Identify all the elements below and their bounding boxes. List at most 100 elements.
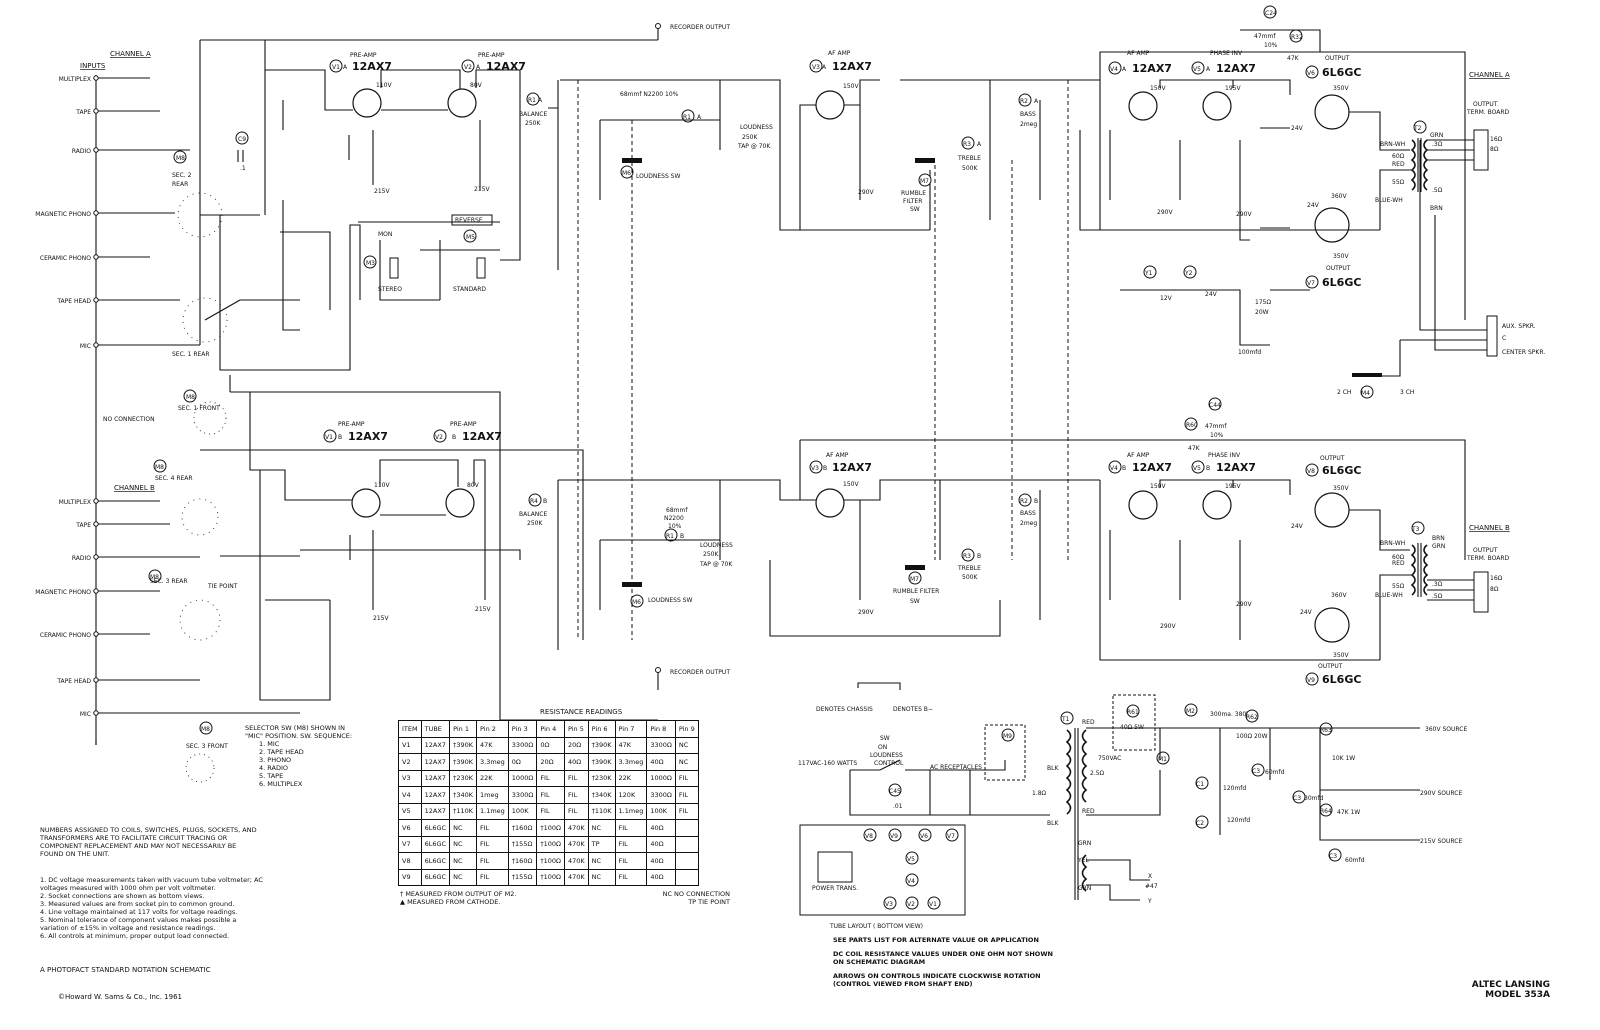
selector-switch-m8-sec3-rear: M8 SEC. 3 REAR TIE POINT bbox=[148, 569, 238, 641]
svg-text:175Ω: 175Ω bbox=[1255, 299, 1271, 306]
svg-text:M4: M4 bbox=[1361, 390, 1370, 397]
svg-text:V6: V6 bbox=[920, 833, 928, 840]
svg-text:.5Ω: .5Ω bbox=[1432, 187, 1443, 194]
table-cell: V3 bbox=[398, 769, 422, 787]
svg-text:C3: C3 bbox=[1329, 853, 1337, 860]
svg-text:V4: V4 bbox=[1110, 465, 1118, 472]
table-cell: 40Ω bbox=[646, 753, 676, 771]
table-cell: V6 bbox=[398, 819, 422, 837]
table-cell: FIL bbox=[674, 769, 699, 787]
table-cell: 22K bbox=[476, 769, 509, 787]
svg-text:2 CH: 2 CH bbox=[1337, 389, 1351, 396]
svg-text:C1: C1 bbox=[1196, 781, 1204, 788]
svg-text:BALANCE: BALANCE bbox=[519, 111, 547, 118]
svg-text:B: B bbox=[977, 553, 981, 560]
svg-text:CHANNEL A: CHANNEL A bbox=[1469, 71, 1510, 79]
svg-text:V3: V3 bbox=[812, 64, 820, 71]
v4a-supply: 290V bbox=[1157, 209, 1173, 216]
table-cell: 3.3meg bbox=[614, 753, 648, 771]
svg-text:A: A bbox=[977, 141, 982, 148]
stereo-label: STEREO bbox=[378, 286, 402, 293]
table-cell: 100K bbox=[646, 802, 676, 820]
table-cell: †230K bbox=[449, 769, 477, 787]
svg-text:24V: 24V bbox=[1300, 609, 1313, 616]
table-cell: TP bbox=[587, 835, 616, 853]
table-cell: 3.3meg bbox=[476, 753, 509, 771]
svg-text:M6: M6 bbox=[632, 599, 641, 606]
svg-text:290V: 290V bbox=[858, 609, 874, 616]
svg-text:GRN: GRN bbox=[1078, 885, 1091, 892]
svg-text:R61: R61 bbox=[1127, 709, 1139, 716]
svg-text:M8: M8 bbox=[150, 574, 159, 581]
table-cell: 6L6GC bbox=[420, 868, 451, 886]
speaker-board: AUX. SPKR. C CENTER SPKR. M4 2 CH 3 CH bbox=[1337, 140, 1545, 399]
svg-text:C24: C24 bbox=[1265, 10, 1277, 17]
svg-text:V8: V8 bbox=[1307, 468, 1315, 475]
svg-text:OUTPUT: OUTPUT bbox=[1326, 265, 1351, 272]
svg-text:60Ω: 60Ω bbox=[1392, 153, 1405, 160]
svg-text:R64: R64 bbox=[1320, 808, 1332, 815]
svg-text:V4: V4 bbox=[1110, 66, 1118, 73]
mode-switch-block: REVERSE MON M3 M5 STEREO STANDARD bbox=[363, 214, 500, 301]
tube-v3a: AF AMP V3 A 12AX7 150V 290V bbox=[809, 50, 874, 196]
table-cell: FIL bbox=[614, 868, 648, 886]
svg-text:55Ω: 55Ω bbox=[1392, 583, 1405, 590]
svg-text:V5: V5 bbox=[907, 856, 915, 863]
svg-text:OUTPUT: OUTPUT bbox=[1318, 663, 1343, 670]
svg-text:BRN: BRN bbox=[1430, 205, 1443, 212]
table-cell: 47K bbox=[476, 736, 509, 754]
svg-text:47mmf: 47mmf bbox=[1254, 33, 1276, 40]
power-line-input: 117VAC-160 WATTS SW ON LOUDNESS CONTROL … bbox=[798, 724, 1059, 827]
svg-text:PRE-AMP: PRE-AMP bbox=[350, 52, 377, 59]
tube-v1b: PRE-AMP V1 B 12AX7 110V bbox=[323, 421, 390, 518]
col-pin7: Pin 7 bbox=[614, 720, 648, 738]
reverse-label: REVERSE bbox=[455, 217, 483, 224]
tube-v1a: PRE-AMP V1 A 12AX7 110V bbox=[329, 52, 392, 118]
svg-text:12V: 12V bbox=[1160, 295, 1173, 302]
input-b-tape: TAPE bbox=[75, 521, 170, 529]
svg-text:100Ω 20W: 100Ω 20W bbox=[1236, 733, 1268, 740]
svg-text:24V: 24V bbox=[1205, 291, 1218, 298]
svg-text:T2: T2 bbox=[1413, 125, 1422, 132]
svg-text:6L6GC: 6L6GC bbox=[1322, 66, 1361, 79]
svg-text:TUBE LAYOUT ( BOTTOM VIEW): TUBE LAYOUT ( BOTTOM VIEW) bbox=[829, 923, 923, 930]
svg-text:12AX7: 12AX7 bbox=[352, 60, 392, 73]
col-tube: TUBE bbox=[420, 720, 451, 738]
legend-notes: SEE PARTS LIST FOR ALTERNATE VALUE OR AP… bbox=[833, 936, 1053, 988]
svg-text:AF AMP: AF AMP bbox=[1127, 452, 1150, 459]
svg-text:BASS: BASS bbox=[1020, 111, 1036, 118]
table-cell: FIL bbox=[563, 769, 589, 787]
svg-text:A: A bbox=[538, 97, 543, 104]
svg-text:250K: 250K bbox=[525, 120, 541, 127]
col-pin9: Pin 9 bbox=[674, 720, 699, 738]
svg-text:CERAMIC PHONO: CERAMIC PHONO bbox=[40, 632, 91, 639]
svg-text:MIC: MIC bbox=[80, 711, 91, 718]
chassis-legend: DENOTES CHASSIS DENOTES B− bbox=[816, 682, 933, 713]
svg-text:C9: C9 bbox=[238, 136, 246, 143]
svg-text:ON: ON bbox=[878, 744, 887, 751]
table-cell: FIL bbox=[614, 819, 648, 837]
svg-text:T1: T1 bbox=[1061, 716, 1070, 723]
svg-text:C: C bbox=[1502, 335, 1506, 342]
svg-text:AF AMP: AF AMP bbox=[828, 50, 851, 57]
svg-text:MIC: MIC bbox=[80, 343, 91, 350]
table-cell: 100K bbox=[507, 802, 538, 820]
table-cell: 40Ω bbox=[646, 819, 676, 837]
table-cell: 0Ω bbox=[507, 753, 538, 771]
table-cell: V1 bbox=[398, 736, 422, 754]
tube-v3b: AF AMP V3 B 12AX7 150V 290V bbox=[809, 452, 874, 616]
svg-text:REAR: REAR bbox=[172, 181, 188, 188]
svg-text:AF AMP: AF AMP bbox=[826, 452, 849, 459]
svg-text:MAGNETIC PHONO: MAGNETIC PHONO bbox=[35, 211, 91, 218]
svg-text:SEC. 3 REAR: SEC. 3 REAR bbox=[150, 578, 188, 585]
table-cell: V8 bbox=[398, 852, 422, 870]
svg-text:FILTER: FILTER bbox=[903, 198, 922, 205]
svg-text:POWER TRANS.: POWER TRANS. bbox=[812, 885, 858, 892]
svg-text:DENOTES CHASSIS: DENOTES CHASSIS bbox=[816, 706, 873, 713]
